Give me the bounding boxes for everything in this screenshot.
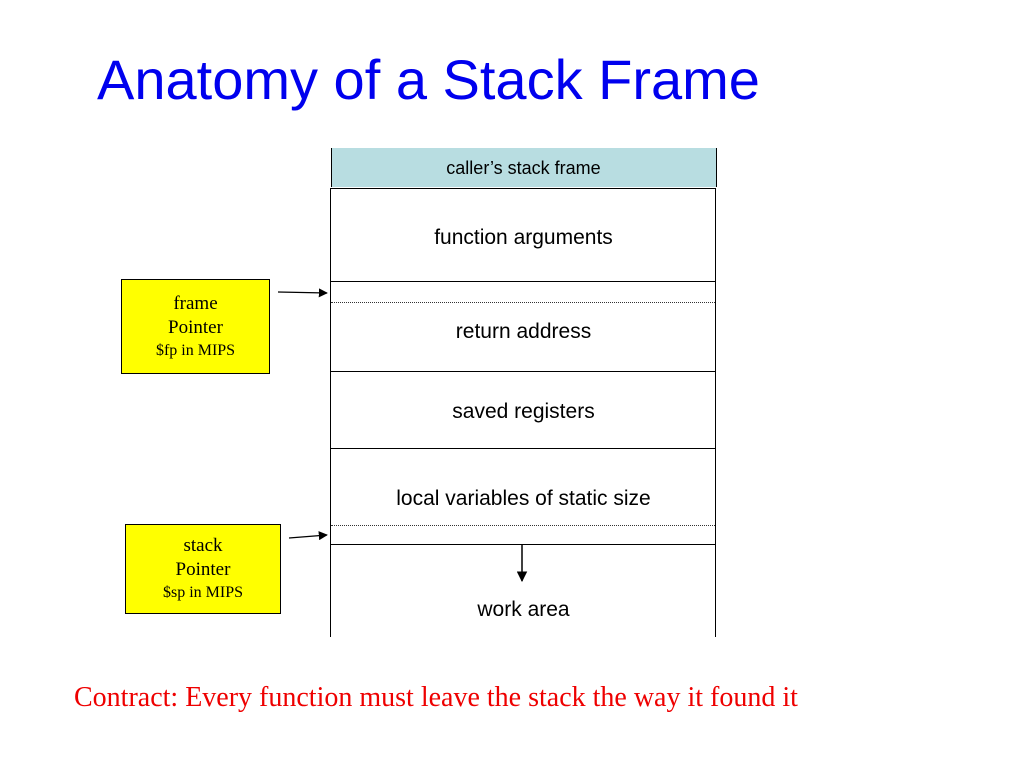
stack-pointer-box: stack Pointer $sp in MIPS	[125, 524, 281, 614]
function-arguments-segment	[330, 188, 716, 282]
frame-pointer-box: frame Pointer $fp in MIPS	[121, 279, 270, 374]
stack-pointer-line2: Pointer	[175, 559, 231, 580]
divider-saved-locals	[331, 448, 715, 449]
stack-pointer-dotted-divider	[331, 525, 715, 526]
frame-pointer-line2: Pointer	[168, 316, 223, 338]
divider-return-saved	[331, 371, 715, 372]
frame-pointer-line3: $fp in MIPS	[155, 341, 236, 359]
slide-title: Anatomy of a Stack Frame	[97, 48, 760, 111]
divider-locals-work	[331, 544, 715, 545]
stack-pointer-arrow	[288, 531, 328, 541]
local-variables-label: local variables of static size	[396, 487, 651, 510]
frame-pointer-line1: frame	[173, 292, 218, 314]
frame-pointer-arrow	[277, 288, 328, 298]
contract-note: Contract: Every function must leave the …	[74, 682, 798, 713]
saved-registers-label: saved registers	[452, 400, 595, 423]
caller-stack-frame-segment	[331, 148, 717, 187]
work-area-label: work area	[477, 598, 570, 621]
stack-right-wall	[715, 282, 716, 637]
frame-pointer-dotted-divider	[331, 302, 715, 303]
stack-pointer-line3: $sp in MIPS	[162, 584, 244, 601]
stack-pointer-line1: stack	[183, 535, 223, 556]
return-address-label: return address	[455, 320, 592, 343]
stack-left-wall	[330, 282, 331, 637]
caller-stack-frame-label: caller’s stack frame	[446, 158, 601, 178]
function-arguments-label: function arguments	[434, 226, 613, 249]
